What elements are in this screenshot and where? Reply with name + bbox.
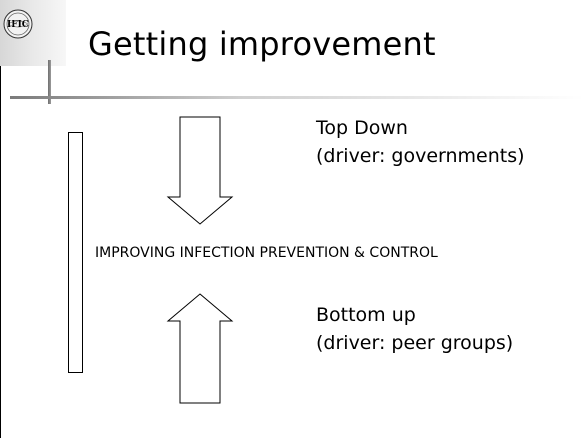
logo-text: IFIC [7, 20, 29, 30]
top-down-label: Top Down [316, 117, 408, 139]
top-down-driver: (driver: governments) [316, 145, 525, 167]
bottom-up-driver: (driver: peer groups) [316, 332, 514, 354]
bottom-up-label: Bottom up [316, 304, 416, 326]
header-horizontal-line [10, 96, 584, 99]
arrow-down-icon [166, 116, 234, 225]
header-vertical-line [48, 60, 51, 104]
slide-title: Getting improvement [88, 25, 436, 63]
arrow-up-icon [166, 293, 234, 404]
ific-logo: IFIC [3, 9, 33, 39]
slide-left-border [0, 0, 1, 438]
side-bar-rectangle [68, 132, 83, 373]
center-statement: IMPROVING INFECTION PREVENTION & CONTROL [95, 245, 438, 261]
